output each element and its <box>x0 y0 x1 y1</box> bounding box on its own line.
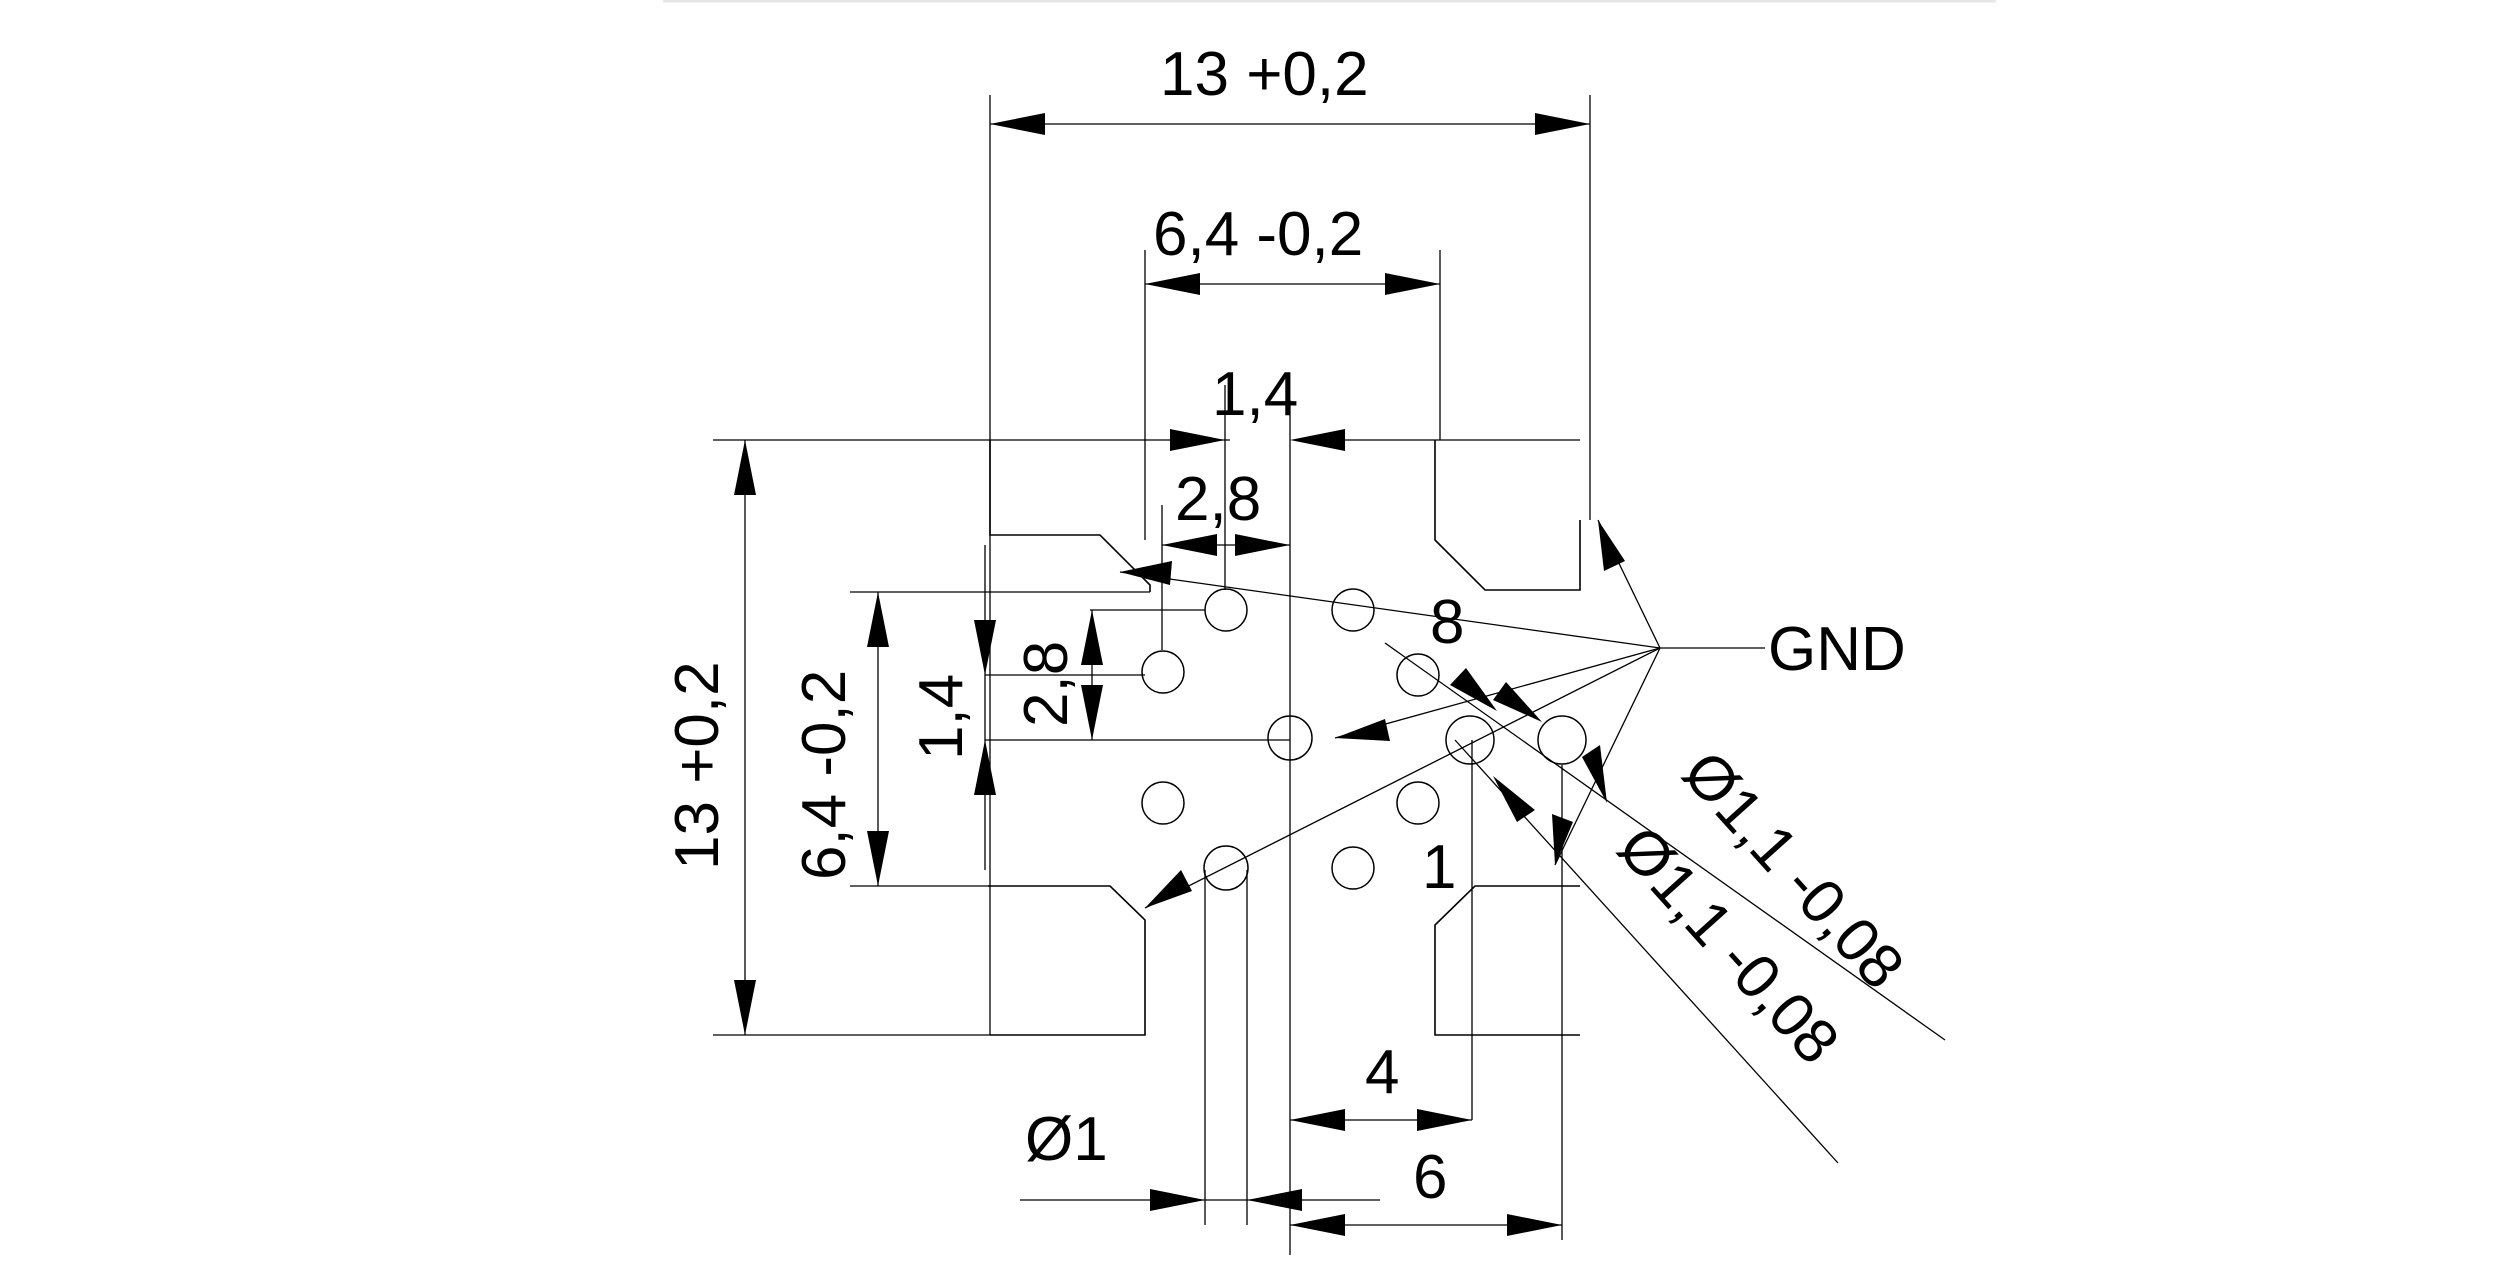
pin-label-1: 1 <box>1422 833 1456 902</box>
hole <box>1331 846 1375 890</box>
hole <box>1203 845 1249 891</box>
dim-pitch-4: 4 <box>1365 1038 1399 1107</box>
hole <box>1396 653 1440 697</box>
dim-slot-2-8-side: 2,8 <box>1012 641 1081 727</box>
hole <box>1396 781 1440 825</box>
hole <box>1141 781 1185 825</box>
gnd-hole <box>1445 715 1495 765</box>
gnd-label: GND <box>1768 615 1906 684</box>
dimension-lines <box>713 95 1946 1255</box>
dim-slot-2-8-top: 2,8 <box>1175 465 1261 534</box>
hole <box>1204 588 1248 632</box>
dim-slot-1-4-top: 1,4 <box>1212 360 1298 429</box>
gnd-hole <box>1537 715 1587 765</box>
dim-height-inner: 6,4 -0,2 <box>790 670 859 880</box>
dim-width-total: 13 +0,2 <box>1160 40 1369 109</box>
dim-hole-diameter: Ø1 <box>1025 1105 1108 1174</box>
hole <box>1141 650 1185 694</box>
dim-width-inner: 6,4 -0,2 <box>1153 200 1363 269</box>
dim-pitch-6: 6 <box>1413 1143 1447 1212</box>
pin-label-8: 8 <box>1430 588 1464 657</box>
dim-height-total: 13 +0,2 <box>663 661 732 870</box>
dim-slot-1-4-side: 1,4 <box>907 674 976 760</box>
arrowheads <box>734 113 1625 1236</box>
holes <box>1141 588 1587 891</box>
hole <box>1331 588 1375 632</box>
